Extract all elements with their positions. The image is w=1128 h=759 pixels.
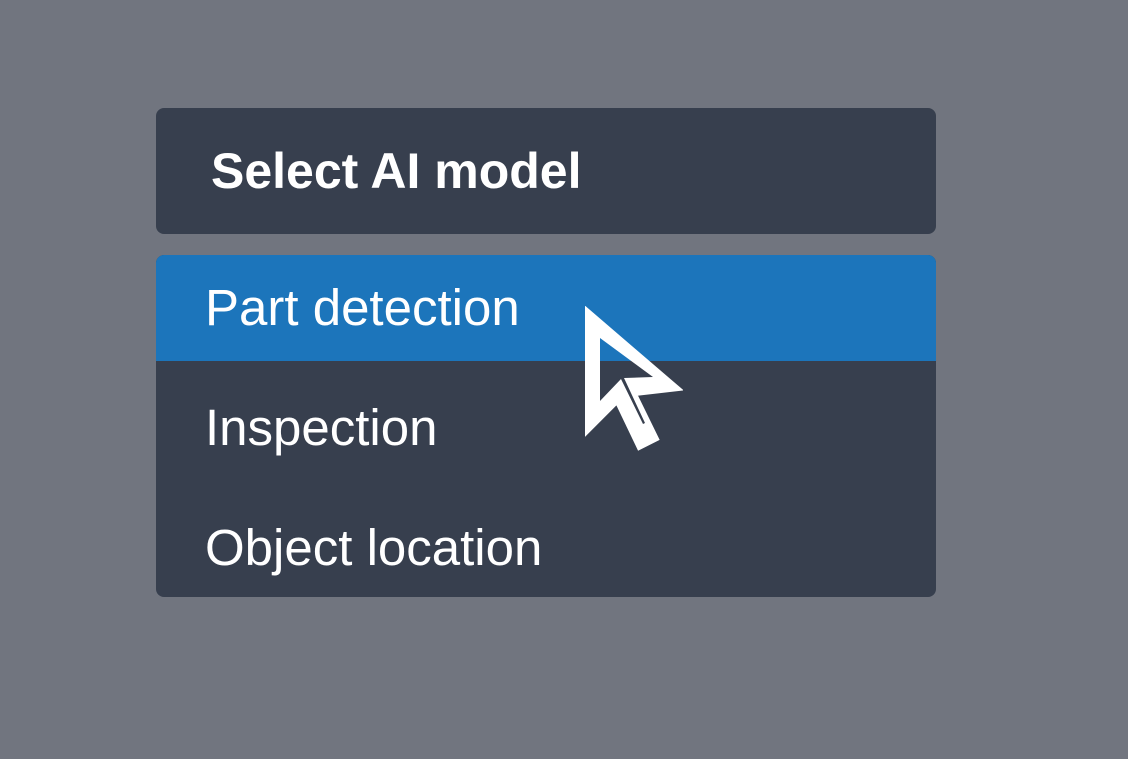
arrow-pointer-icon: [585, 306, 683, 451]
header-title: Select AI model: [211, 143, 582, 199]
option-label: Inspection: [205, 399, 438, 456]
model-select-header: Select AI model: [156, 108, 936, 234]
option-object-location[interactable]: Object location: [156, 495, 936, 597]
option-inspection[interactable]: Inspection: [156, 375, 936, 481]
option-label: Object location: [205, 519, 543, 576]
option-label: Part detection: [205, 279, 520, 336]
model-options-list: Part detection Inspection Object locatio…: [156, 255, 936, 597]
option-part-detection[interactable]: Part detection: [156, 255, 936, 361]
